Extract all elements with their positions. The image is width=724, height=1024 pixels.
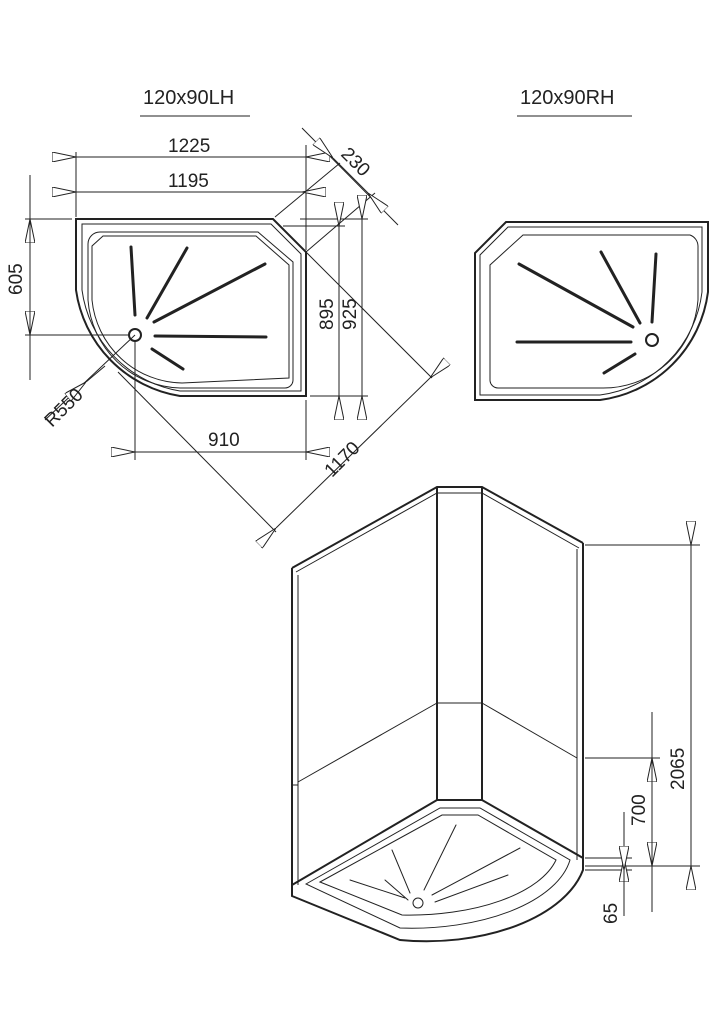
dim-65: 65 [585,812,632,924]
svg-text:120x90RH: 120x90RH [520,87,615,109]
tray-left-plan [75,218,307,397]
dim-1195: 1195 [76,171,302,192]
svg-text:230: 230 [336,144,373,181]
dim-605: 605 [6,175,128,380]
drain-grooves [515,250,658,375]
svg-text:1195: 1195 [168,171,209,192]
dim-700: 700 [585,712,660,912]
dim-2065: 2065 [585,545,700,866]
dim-r550: R550 [41,334,136,432]
svg-text:605: 605 [6,263,27,295]
drain-icon [412,897,424,909]
enclosure-3d [291,486,584,943]
svg-text:65: 65 [601,903,622,924]
dim-910: 910 [135,340,306,460]
svg-text:700: 700 [629,794,650,826]
dim-895-925: 895 925 [283,219,368,396]
svg-text:1225: 1225 [168,136,210,157]
svg-text:2065: 2065 [668,748,689,790]
title-right: 120x90RH [517,87,632,117]
dim-230: 230 [274,127,399,253]
svg-text:1170: 1170 [321,438,365,482]
drain-grooves [129,245,268,371]
tray-right-plan [474,221,709,401]
dim-1225: 1225 [76,136,306,250]
svg-text:R550: R550 [41,385,88,432]
drain-grooves [349,824,521,903]
svg-text:925: 925 [340,298,361,330]
svg-text:910: 910 [208,430,240,451]
svg-text:895: 895 [317,298,338,330]
title-left: 120x90LH [140,87,250,117]
drain-icon [645,333,659,347]
svg-text:120x90LH: 120x90LH [143,87,234,109]
